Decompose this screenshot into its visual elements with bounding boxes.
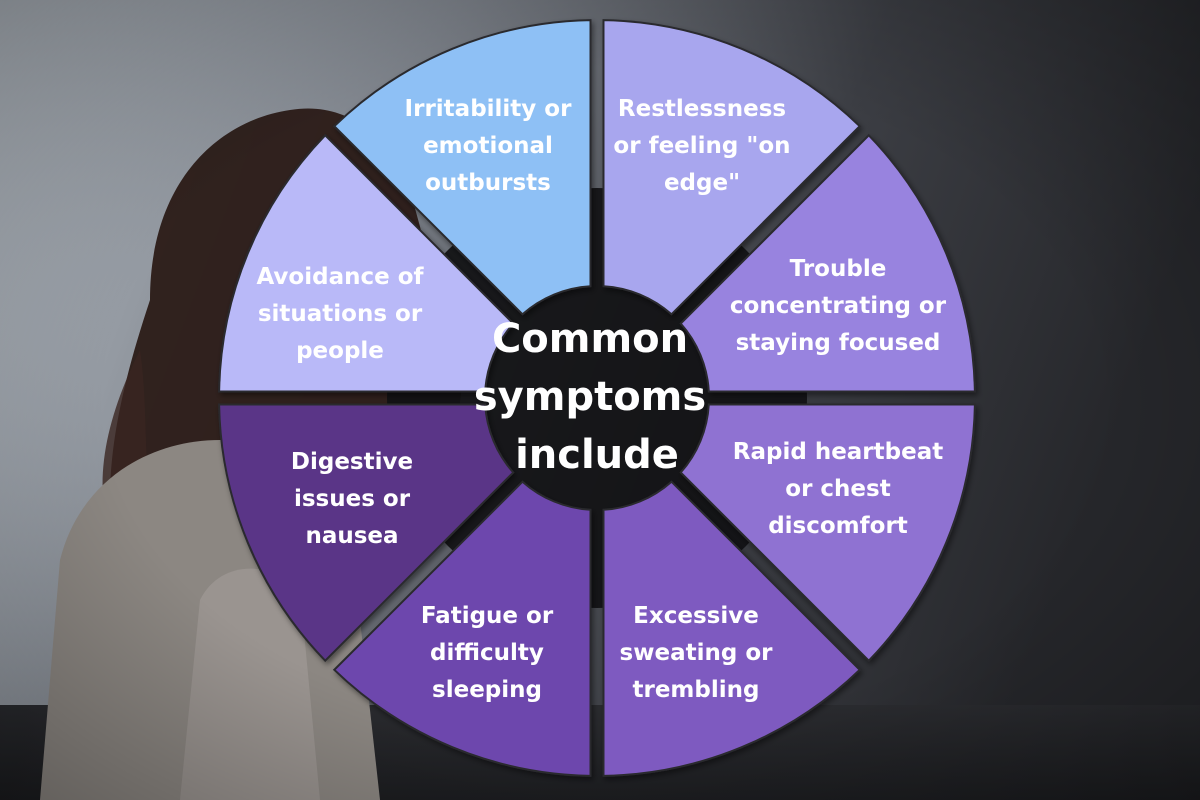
segment-label-5-line-1: Excessive <box>633 603 759 629</box>
wheel-segment-7 <box>218 403 515 663</box>
segment-label-7-line-2: issues or <box>294 486 411 512</box>
segment-label-8-line-3: people <box>296 338 384 364</box>
segment-label-2-line-2: or feeling "on <box>613 133 790 159</box>
segment-label-1: Irritability or emotional outbursts <box>405 96 573 196</box>
segment-label-5: Excessive sweating or trembling <box>620 603 774 703</box>
segment-label-8: Avoidance of situations or people <box>256 264 424 364</box>
wheel-segment-3 <box>679 133 976 393</box>
segment-label-1-line-3: outbursts <box>425 170 551 196</box>
wheel-segment-4 <box>679 403 976 663</box>
segment-label-1-line-2: emotional <box>423 133 553 159</box>
wheel-segment-2 <box>602 19 862 316</box>
wheel-segment-1 <box>332 19 592 316</box>
wheel-segment-5 <box>602 480 862 777</box>
segment-label-8-line-2: situations or <box>258 301 423 327</box>
segment-label-3-line-2: concentrating or <box>730 293 947 319</box>
segment-label-2: Restlessness or feeling "on edge" <box>613 96 790 196</box>
segment-label-6-line-2: difficulty <box>430 640 544 666</box>
segment-label-8-line-1: Avoidance of <box>256 264 424 290</box>
segment-label-2-line-3: edge" <box>664 170 740 196</box>
center-title-line-2: symptoms <box>474 374 706 420</box>
segment-label-7: Digestive issues or nausea <box>291 449 413 549</box>
segment-label-2-line-1: Restlessness <box>618 96 786 122</box>
wheel-segment-6 <box>332 480 592 777</box>
segment-label-3: Trouble concentrating or staying focused <box>730 256 947 356</box>
segment-label-5-line-3: trembling <box>633 677 760 703</box>
segment-label-4-line-3: discomfort <box>768 513 908 539</box>
segment-label-6-line-1: Fatigue or <box>421 603 554 629</box>
segment-label-4-line-2: or chest <box>785 476 890 502</box>
wheel: Irritability or emotional outbursts Restles… <box>218 19 976 777</box>
segment-label-6: Fatigue or difficulty sleeping <box>421 603 554 703</box>
segment-label-7-line-1: Digestive <box>291 449 413 475</box>
segment-label-3-line-3: staying focused <box>736 330 941 356</box>
wheel-segments <box>218 19 976 777</box>
segment-label-4-line-1: Rapid heartbeat <box>733 439 943 465</box>
center-title: Common symptoms include <box>474 316 720 478</box>
segment-label-3-line-1: Trouble <box>790 256 887 282</box>
center-title-line-3: include <box>515 432 679 478</box>
wheel-segment-8 <box>218 133 515 393</box>
center-disc <box>387 188 807 608</box>
segment-label-7-line-3: nausea <box>305 523 398 549</box>
wheel-labels: Irritability or emotional outbursts Restles… <box>256 96 946 703</box>
segment-label-1-line-1: Irritability or <box>405 96 573 122</box>
segment-label-5-line-2: sweating or <box>620 640 774 666</box>
segment-label-4: Rapid heartbeat or chest discomfort <box>733 439 943 539</box>
center-title-line-1: Common <box>492 316 688 362</box>
segment-label-6-line-3: sleeping <box>432 677 542 703</box>
